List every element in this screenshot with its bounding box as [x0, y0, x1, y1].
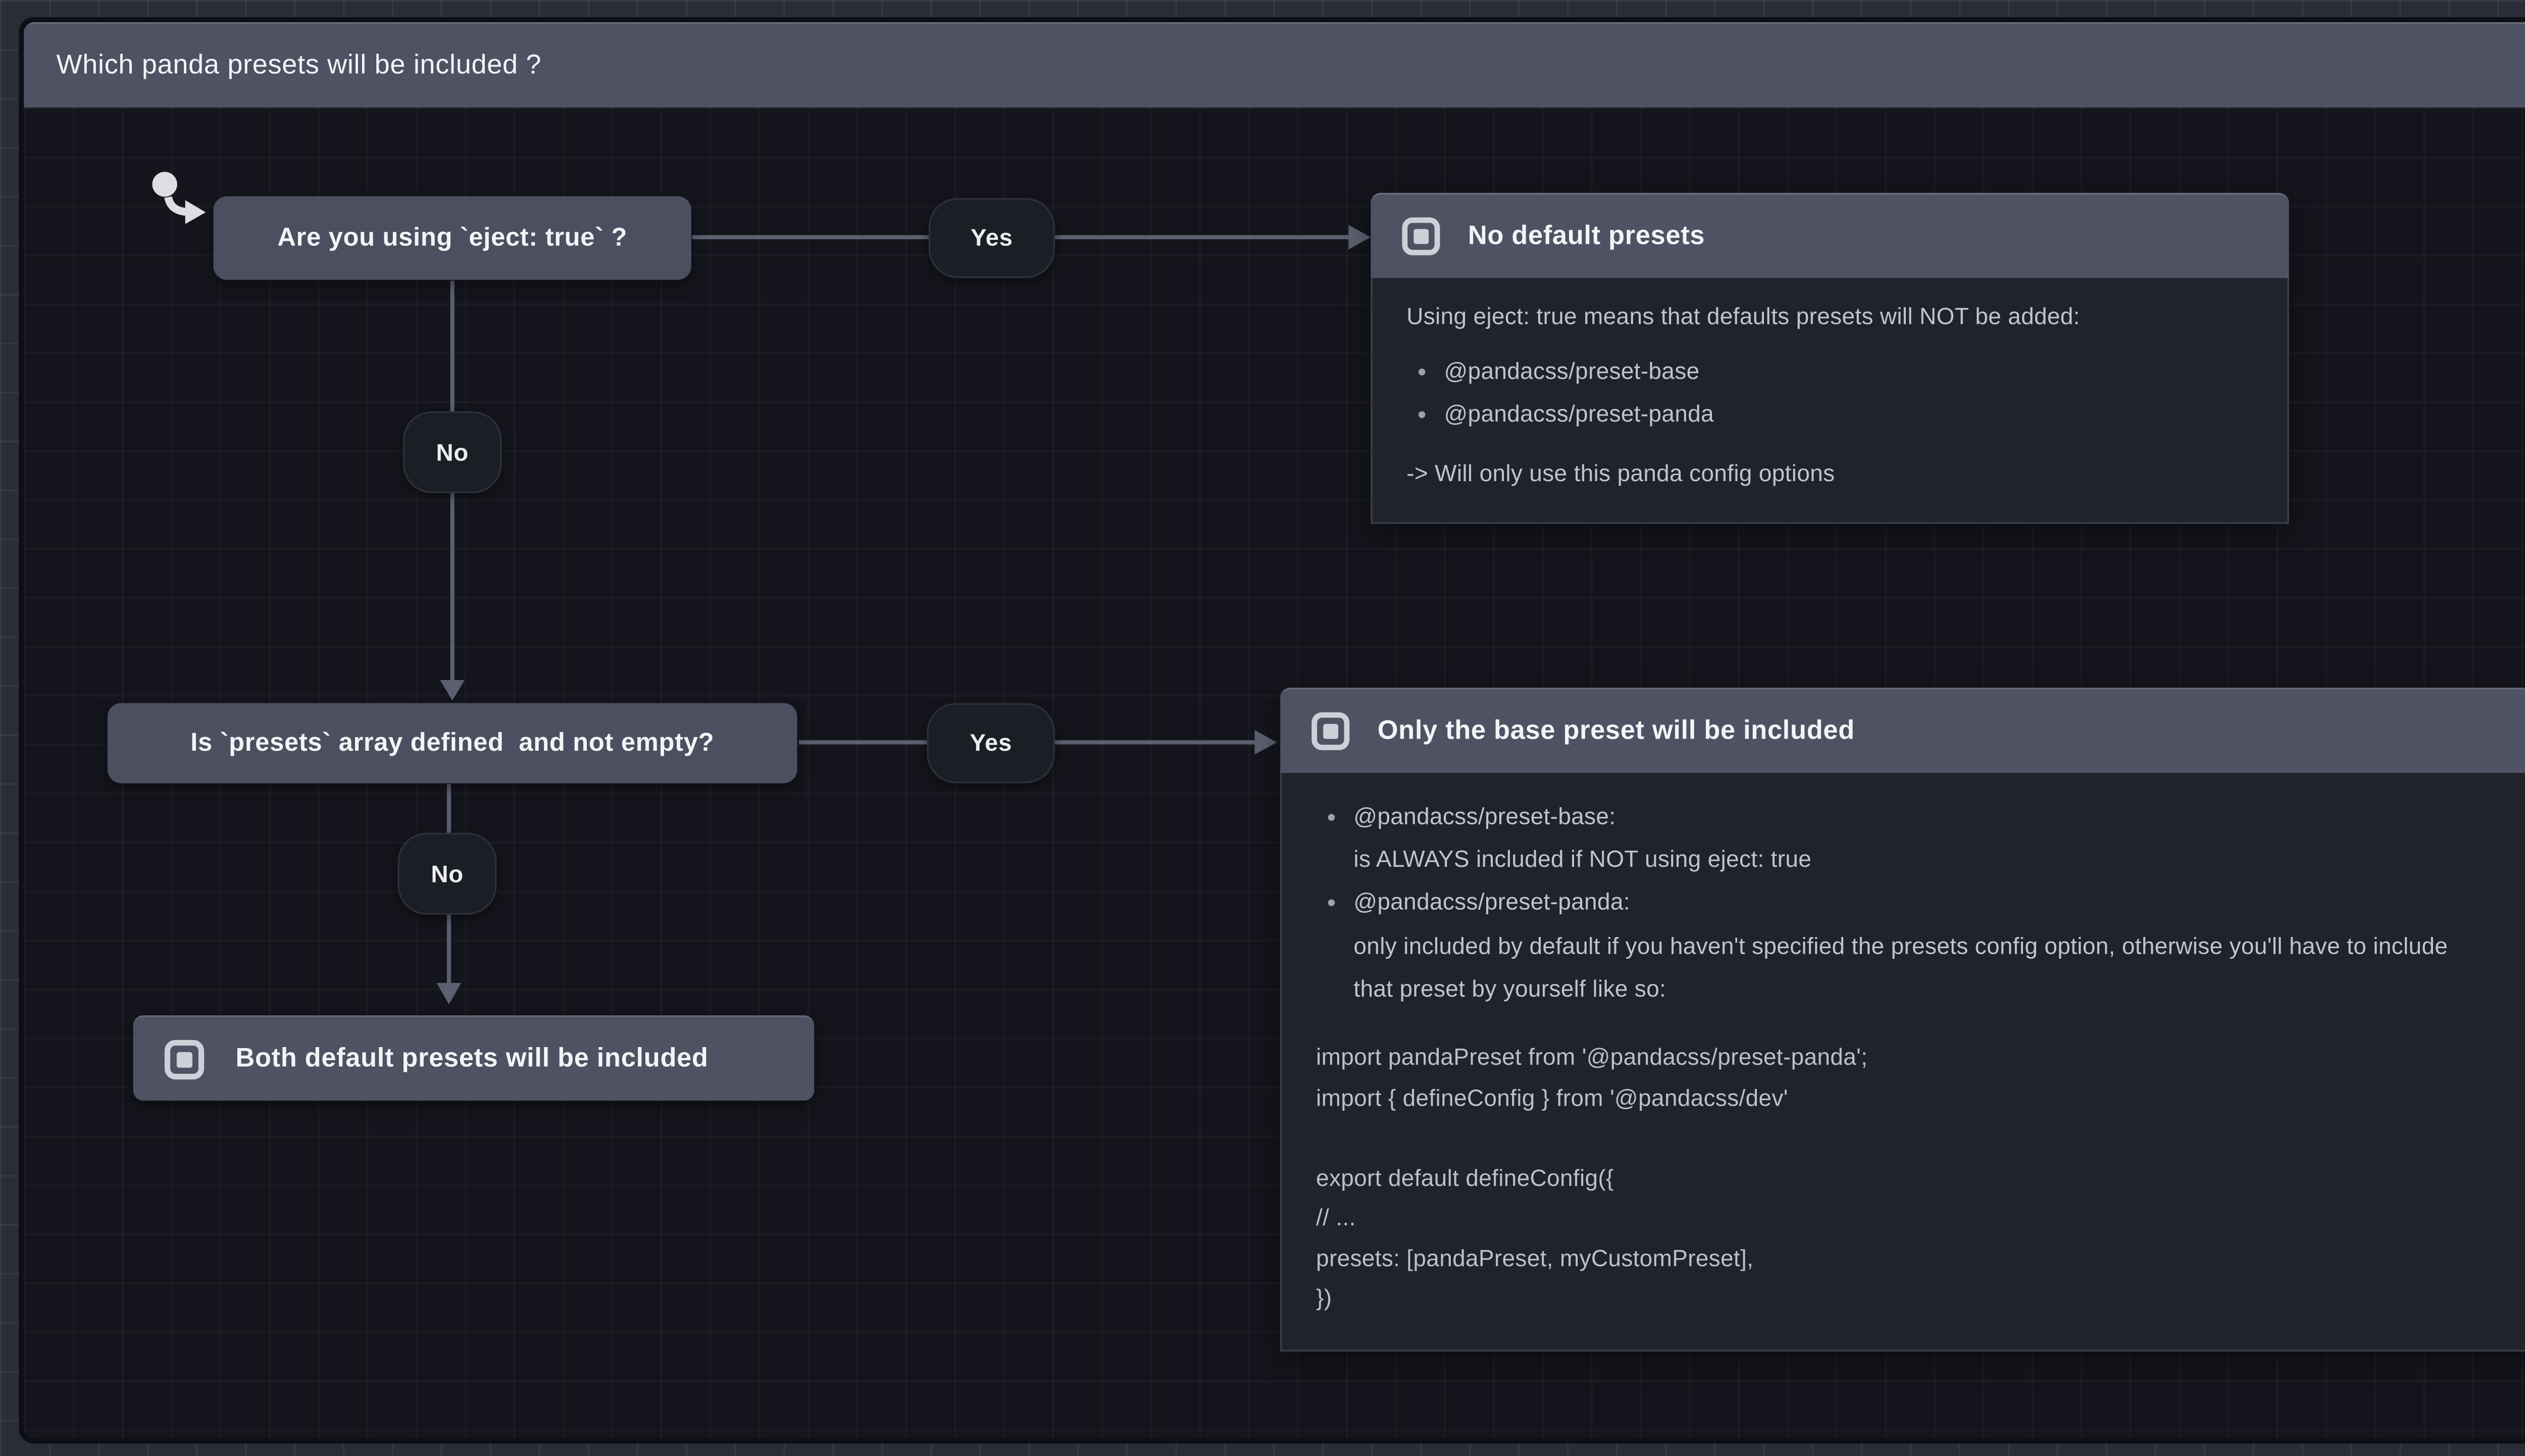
edge-label-yes-1[interactable]: Yes: [928, 197, 1055, 278]
code-line: export default defineConfig({: [1316, 1164, 1614, 1190]
frame-title: Which panda presets will be included ?: [56, 50, 542, 80]
edge-label-yes-2[interactable]: Yes: [927, 702, 1055, 783]
code-line: }): [1316, 1285, 1332, 1311]
list-item: @pandacss/preset-base: [1444, 350, 2253, 393]
node-result-both-presets[interactable]: Both default presets will be included: [133, 1015, 815, 1101]
code-snippet: import pandaPreset from '@pandacss/prese…: [1316, 1037, 2525, 1318]
node-label: Is `presets` array defined and not empty…: [190, 729, 715, 758]
list-desc: only included by default if you haven't …: [1353, 932, 2448, 1002]
code-line: // ...: [1316, 1205, 1356, 1231]
card-intro: Using eject: true means that defaults pr…: [1406, 303, 2080, 330]
preset-detail-list: @pandacss/preset-base: is ALWAYS include…: [1316, 795, 2525, 1010]
list-item: @pandacss/preset-base: is ALWAYS include…: [1353, 795, 2525, 881]
card-outro: -> Will only use this panda config optio…: [1406, 461, 1835, 487]
code-line: [1316, 1118, 2525, 1158]
preset-list: @pandacss/preset-base @pandacss/preset-p…: [1406, 350, 2253, 436]
card-title: No default presets: [1468, 221, 1705, 250]
list-term: @pandacss/preset-panda:: [1353, 890, 1630, 916]
edge-label-no-2[interactable]: No: [397, 833, 497, 915]
card-title: Only the base preset will be included: [1377, 715, 1855, 745]
frame-icon: [1402, 217, 1440, 255]
card-base-preset-only[interactable]: Only the base preset will be included @p…: [1280, 688, 2525, 1351]
frame-icon: [164, 1039, 205, 1079]
card-header: Only the base preset will be included: [1280, 688, 2525, 773]
code-line: import pandaPreset from '@pandacss/prese…: [1316, 1044, 1868, 1070]
node-label: Are you using `eject: true` ?: [277, 223, 628, 253]
frame-icon: [1311, 712, 1350, 750]
frame-title-bar[interactable]: Which panda presets will be included ?: [24, 22, 2525, 108]
code-line: presets: [pandaPreset, myCustomPreset],: [1316, 1244, 1754, 1271]
edge-label-no-1[interactable]: No: [402, 411, 502, 493]
list-desc: is ALWAYS included if NOT using eject: t…: [1353, 847, 1812, 872]
node-label: Both default presets will be included: [235, 1043, 709, 1073]
list-item: @pandacss/preset-panda: only included by…: [1353, 881, 2525, 1011]
code-line: import { defineConfig } from '@pandacss/…: [1316, 1084, 1788, 1110]
list-term: @pandacss/preset-base:: [1353, 804, 1616, 829]
card-body: Using eject: true means that defaults pr…: [1371, 278, 2289, 525]
node-question-presets-array[interactable]: Is `presets` array defined and not empty…: [107, 703, 797, 784]
card-body: @pandacss/preset-base: is ALWAYS include…: [1280, 773, 2525, 1351]
cursor-icon: [152, 172, 206, 224]
card-header: No default presets: [1371, 192, 2289, 278]
node-question-eject[interactable]: Are you using `eject: true` ?: [213, 196, 691, 280]
list-item: @pandacss/preset-panda: [1444, 393, 2253, 436]
card-no-default-presets[interactable]: No default presets Using eject: true mea…: [1371, 192, 2289, 525]
